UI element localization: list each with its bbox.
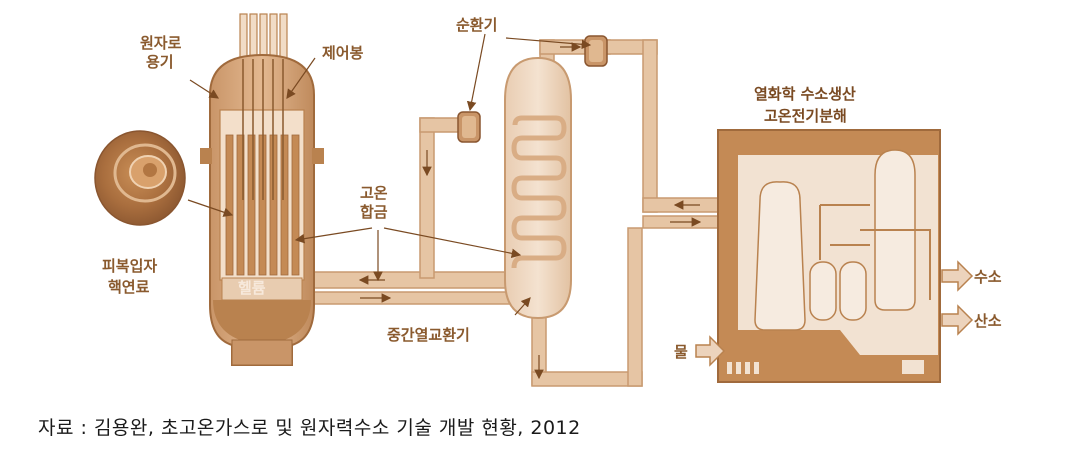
- high-temp-alloy-label-line2: 합금: [360, 203, 388, 221]
- control-rod-drives: [239, 13, 288, 60]
- coated-particle-fuel-label-line2: 핵연료: [108, 278, 150, 296]
- circulator-1: [457, 111, 481, 143]
- circulator-label: 순환기: [456, 16, 497, 34]
- hydrogen-production-label-line1: 열화학 수소생산: [754, 85, 856, 103]
- hydrogen-production-label-line2: 고온전기분해: [764, 107, 847, 125]
- oxygen-output-label: 산소: [974, 312, 1002, 330]
- control-rods-label: 제어봉: [322, 44, 364, 62]
- circulator-2: [584, 35, 608, 67]
- vhtr-hydrogen-diagram: 원자로 용기 제어봉 순환기 열화학 수소생산 고온전기분해 고온 합금 피복입…: [94, 13, 1002, 387]
- coated-particle-fuel-label-line1: 피복입자: [102, 257, 157, 275]
- helium-label: 헬륨: [238, 279, 266, 297]
- hydrogen-output-label: 수소: [974, 268, 1002, 286]
- core-fuel-columns: [225, 134, 300, 276]
- reactor-vessel-label-line1: 원자로: [140, 34, 182, 52]
- high-temp-alloy-label-line1: 고온: [360, 184, 388, 202]
- reactor-vessel: [200, 13, 324, 366]
- intermediate-heat-exchanger: [504, 56, 572, 320]
- coated-particle-fuel-illustration: [94, 130, 186, 226]
- source-caption: 자료 : 김용완, 초고온가스로 및 원자력수소 기술 개발 현황, 2012: [38, 417, 581, 439]
- intermediate-heat-exchanger-label: 중간열교환기: [387, 326, 470, 344]
- reactor-vessel-label-line2: 용기: [146, 53, 174, 71]
- output-arrows: [695, 260, 974, 367]
- leader-lines: [187, 33, 592, 316]
- hydrogen-plant: [717, 129, 941, 383]
- water-input-label: 물: [674, 343, 688, 361]
